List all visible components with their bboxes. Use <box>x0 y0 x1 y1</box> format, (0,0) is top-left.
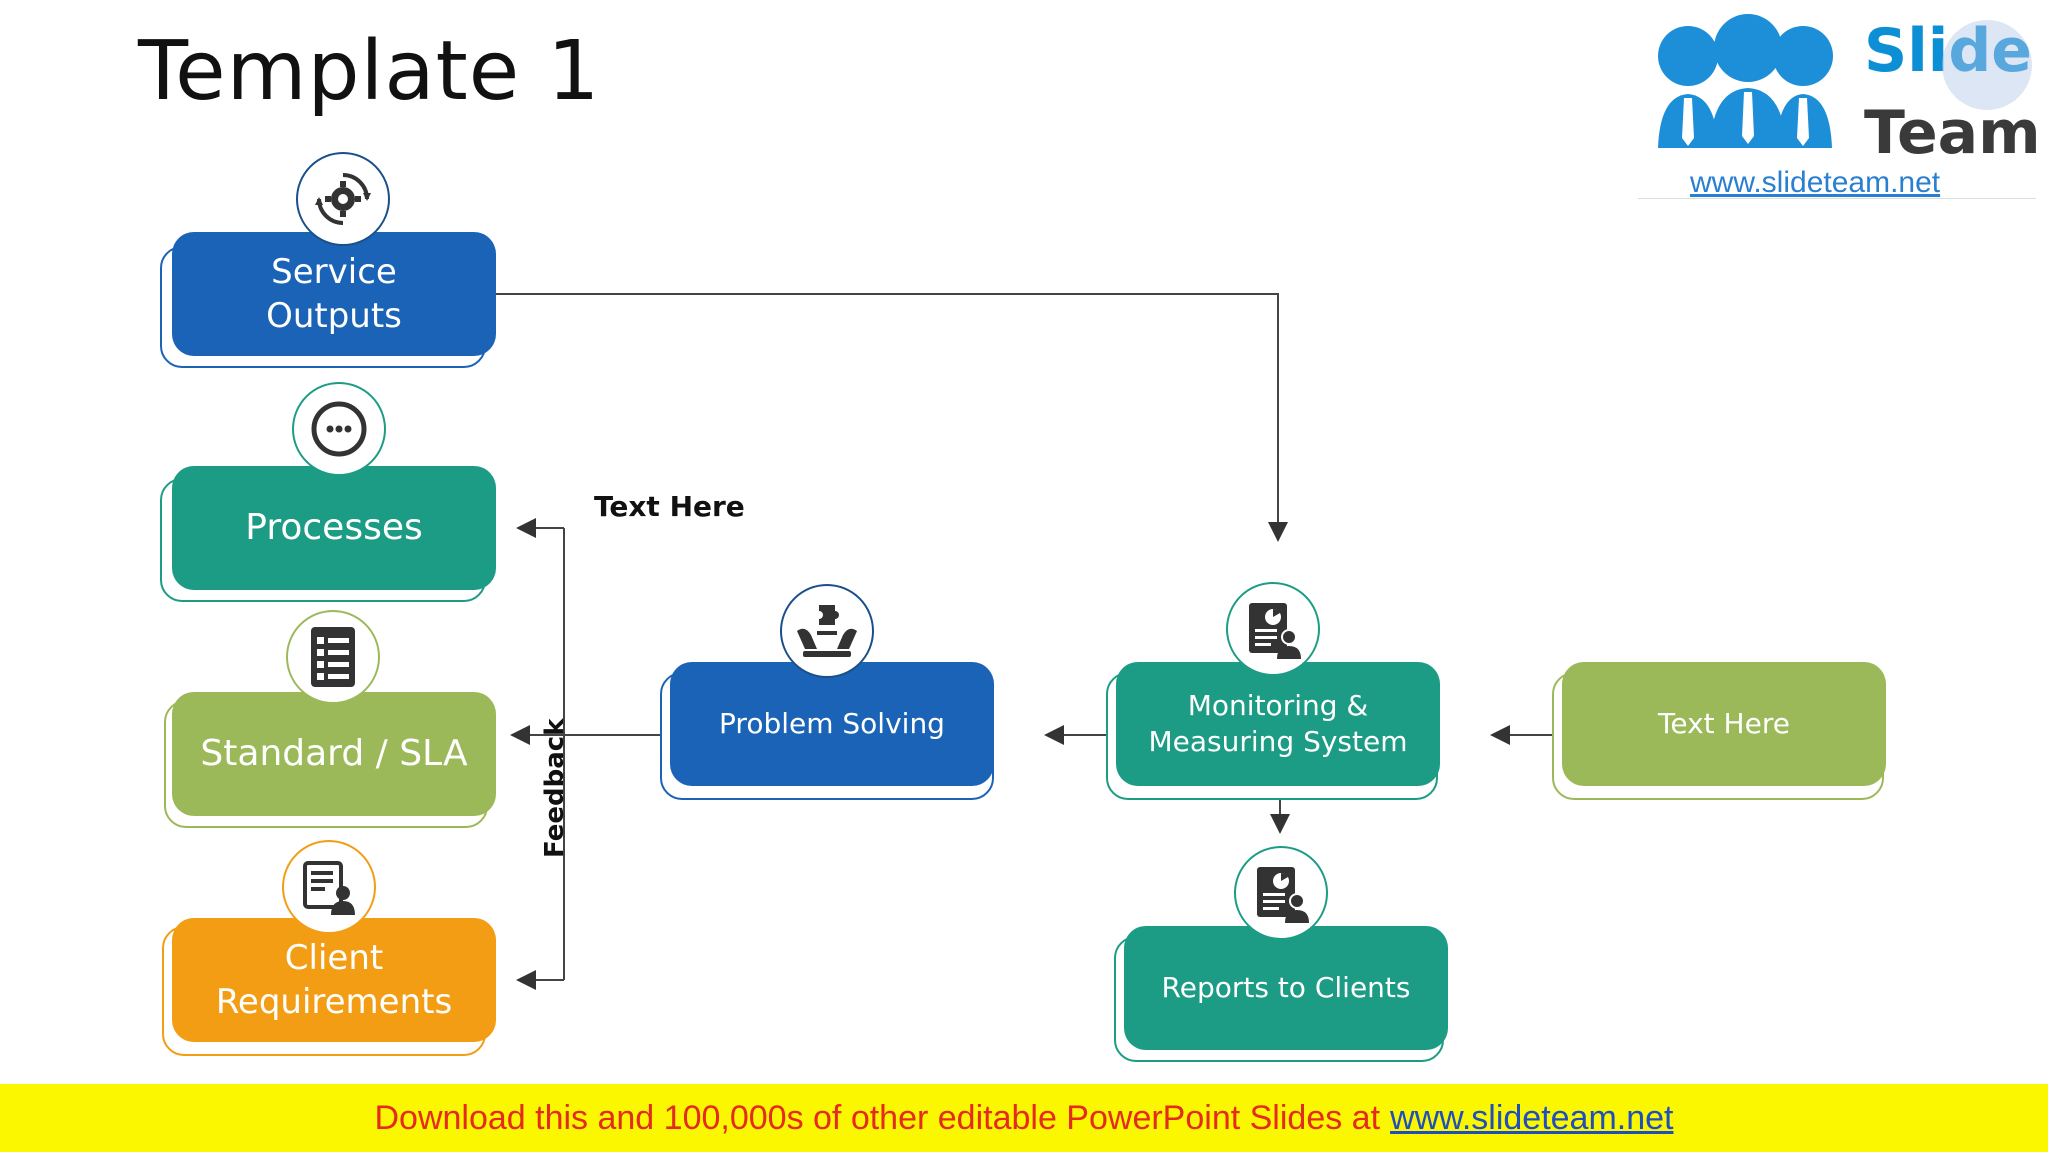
slide-title: Template 1 <box>138 24 601 119</box>
service-outputs-box[interactable]: Service Outputs <box>172 232 496 356</box>
footer-banner: Download this and 100,000s of other edit… <box>0 1084 2048 1152</box>
puzzle-team-icon <box>780 584 874 678</box>
client-profile-icon <box>282 840 376 934</box>
processes-box[interactable]: Processes <box>172 466 496 590</box>
problem-solving-label: Problem Solving <box>719 706 945 740</box>
people-logo-icon <box>1658 14 1833 148</box>
report-person-icon <box>1226 582 1320 676</box>
logo-bubble <box>1942 20 2032 110</box>
problem-solving-box[interactable]: Problem Solving <box>670 662 994 786</box>
monitoring-line1: Monitoring & <box>1187 688 1369 722</box>
logo-word-slide: Slide <box>1864 16 2032 86</box>
service-outputs-line1: Service <box>271 251 397 292</box>
document-list-icon <box>286 610 380 704</box>
service-outputs-line2: Outputs <box>266 296 402 336</box>
footer-text: Download this and 100,000s of other edit… <box>374 1098 1381 1137</box>
text-here-box-label: Text Here <box>1658 706 1790 740</box>
cycle-dots-icon <box>292 382 386 476</box>
feedback-label: Feedback <box>540 718 570 858</box>
monitoring-line2: Measuring System <box>1148 725 1408 758</box>
report-person-icon-2 <box>1234 846 1328 940</box>
gear-cycle-icon <box>296 152 390 246</box>
client-requirements-line2: Requirements <box>215 982 453 1022</box>
monitoring-box[interactable]: Monitoring & Measuring System <box>1116 662 1440 786</box>
connector-service-to-monitoring <box>496 293 1288 542</box>
text-here-annotation: Text Here <box>594 490 745 523</box>
text-here-box[interactable]: Text Here <box>1562 662 1886 786</box>
logo-word-team: Team <box>1864 98 2041 168</box>
client-requirements-box[interactable]: Client Requirements <box>172 918 496 1042</box>
reports-label: Reports to Clients <box>1161 970 1411 1004</box>
client-requirements-line1: Client <box>284 937 384 978</box>
footer-link[interactable]: www.slideteam.net <box>1390 1098 1674 1137</box>
slideteam-logo: Slide Team www.slideteam.net <box>1638 8 2041 199</box>
logo-url[interactable]: www.slideteam.net <box>1690 166 1941 199</box>
standard-sla-box[interactable]: Standard / SLA <box>172 692 496 816</box>
processes-label: Processes <box>245 506 423 548</box>
standard-sla-label: Standard / SLA <box>200 732 468 774</box>
reports-box[interactable]: Reports to Clients <box>1124 926 1448 1050</box>
